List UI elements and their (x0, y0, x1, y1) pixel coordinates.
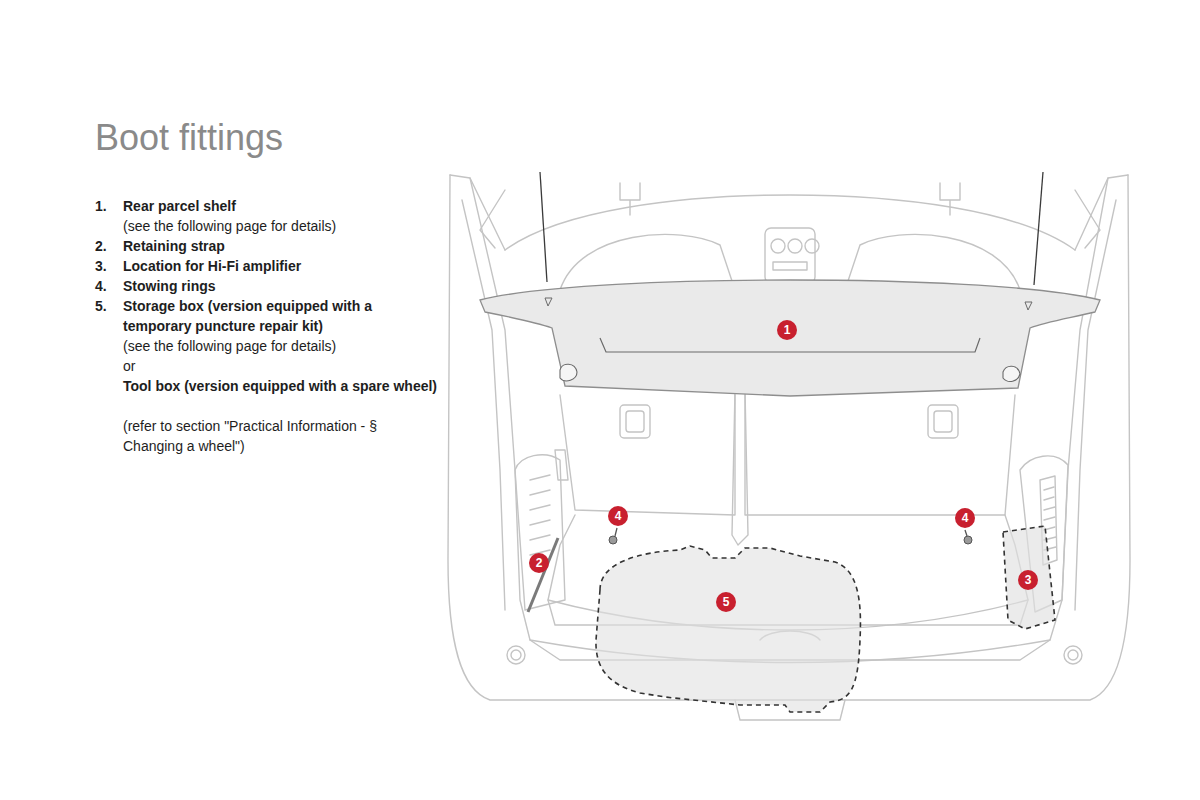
callout-number: 4 (608, 506, 628, 526)
item-note: (refer to section "Practical Information… (123, 416, 395, 456)
console-radio (773, 262, 807, 270)
rear-seat-back (745, 395, 1015, 515)
storage-box-zone (596, 546, 860, 712)
headrest-slot (934, 411, 952, 432)
callout-number: 3 (1018, 570, 1038, 590)
stowing-ring (964, 536, 972, 544)
item-name: Rear parcel shelf (123, 196, 443, 216)
seat-split (732, 390, 748, 545)
item-name: Storage box (version equipped with a tem… (123, 296, 395, 336)
list-number: 4. (95, 276, 107, 296)
headrest-slot (620, 405, 650, 438)
trim-clip (555, 450, 568, 480)
list-number: 5. (95, 296, 107, 316)
reflector (1068, 650, 1078, 660)
item-note: (see the following page for details) (123, 336, 443, 356)
stowing-ring (609, 536, 617, 544)
item-note: or (123, 356, 443, 376)
rear-seat-back (560, 395, 735, 515)
list-number: 1. (95, 196, 107, 216)
headrest-slot (626, 411, 644, 432)
pillar-line (1075, 200, 1116, 610)
roof-hook (620, 183, 960, 215)
pillar-line (462, 200, 505, 610)
parcel-shelf (480, 280, 1100, 396)
callout-number: 1 (777, 320, 797, 340)
callout-number: 5 (716, 592, 736, 612)
console (765, 228, 815, 283)
console-dial (805, 239, 819, 253)
reflector (511, 650, 521, 660)
amplifier-zone (1003, 526, 1055, 629)
tailgate-cord (1034, 172, 1043, 285)
reflector (507, 646, 525, 664)
item-name: Location for Hi-Fi amplifier (123, 256, 443, 276)
list-number: 3. (95, 256, 107, 276)
console-dial (788, 239, 802, 253)
shelf-pin (545, 298, 1032, 310)
tailgate-cord (540, 172, 547, 282)
console-dial (771, 239, 785, 253)
item-note: (see the following page for details) (123, 216, 443, 236)
list-number: 2. (95, 236, 107, 256)
callout-number: 2 (529, 553, 549, 573)
item-name: Stowing rings (123, 276, 443, 296)
reflector (1064, 646, 1082, 664)
page-title: Boot fittings (95, 120, 283, 156)
leader-line (615, 528, 967, 536)
item-name: Retaining strap (123, 236, 443, 256)
item-name: Tool box (version equipped with a spare … (123, 376, 443, 396)
shelf-clip (560, 364, 1020, 381)
trim-slats (530, 475, 550, 555)
callout-number: 4 (955, 508, 975, 528)
retaining-strap (528, 538, 558, 612)
headrest-slot (928, 405, 958, 438)
shelf-handle (600, 338, 980, 352)
tailgate-edge (470, 178, 1108, 250)
